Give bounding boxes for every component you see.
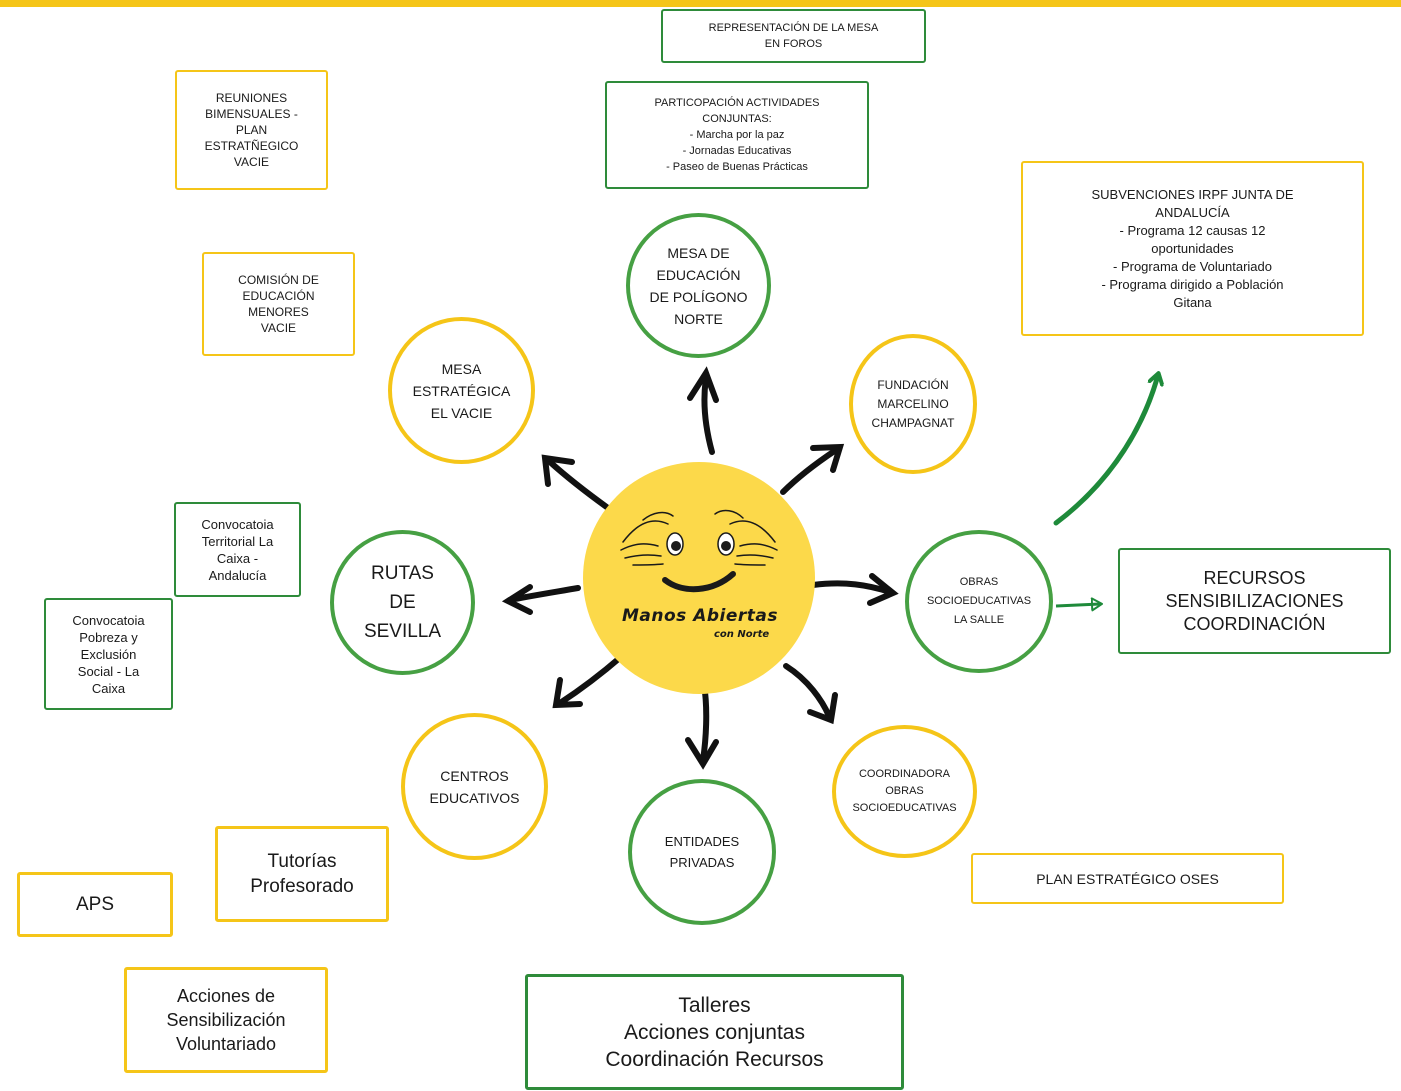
box-plan-oses: PLAN ESTRATÉGICO OSES <box>971 853 1284 904</box>
circle-rutas-sevilla: RUTAS DE SEVILLA <box>330 530 475 675</box>
circle-entidades-privadas: ENTIDADES PRIVADAS <box>628 779 776 925</box>
arrow-to-entidades <box>700 681 710 763</box>
circle-obras-lasalle: OBRAS SOCIOEDUCATIVAS LA SALLE <box>905 530 1053 673</box>
arrow-to-mesa-educacion-head <box>687 366 719 403</box>
box-convocatoria-territorial: Convocatoia Territorial La Caixa - Andal… <box>174 502 301 597</box>
box-talleres: Talleres Acciones conjuntas Coordinación… <box>525 974 904 1090</box>
circle-fundacion: FUNDACIÓN MARCELINO CHAMPAGNAT <box>849 334 977 474</box>
smiley-face-icon <box>620 509 778 593</box>
center-logo-circle <box>583 462 815 694</box>
box-representacion: REPRESENTACIÓN DE LA MESA EN FOROS <box>661 9 926 63</box>
circle-mesa-educacion: MESA DE EDUCACIÓN DE POLÍGONO NORTE <box>626 213 771 358</box>
circle-centros-educativos: CENTROS EDUCATIVOS <box>401 713 548 860</box>
logo-title: Manos Abiertas <box>622 606 778 626</box>
box-convocatoria-pobreza: Convocatoia Pobreza y Exclusión Social -… <box>44 598 173 710</box>
arrow-to-recursos <box>1055 597 1103 612</box>
box-acciones: Acciones de Sensibilización Voluntariado <box>124 967 328 1073</box>
box-participacion: PARTICOPACIÓN ACTIVIDADES CONJUNTAS: - M… <box>605 81 869 189</box>
arrow-to-mesa-estrategica <box>547 459 611 511</box>
circle-mesa-estrategica: MESA ESTRATÉGICA EL VACIE <box>388 317 535 464</box>
circle-coordinadora: COORDINADORA OBRAS SOCIOEDUCATIVAS <box>832 725 977 858</box>
box-comision: COMISIÓN DE EDUCACIÓN MENORES VACIE <box>202 252 355 356</box>
box-recursos: RECURSOS SENSIBILIZACIONES COORDINACIÓN <box>1118 548 1391 654</box>
arrow-to-coordinadora <box>783 663 832 719</box>
box-subvenciones: SUBVENCIONES IRPF JUNTA DE ANDALUCÍA - P… <box>1021 161 1364 336</box>
top-accent-bar <box>0 0 1401 7</box>
arrow-to-centros <box>557 653 625 706</box>
arrow-to-fundacion <box>780 447 839 495</box>
arrow-to-mesa-educacion <box>701 375 715 455</box>
arrow-to-subvenciones <box>1053 375 1158 526</box>
arrow-to-obras <box>810 580 893 595</box>
box-aps: APS <box>17 872 173 937</box>
logo-subtitle: con Norte <box>714 629 770 640</box>
box-tutorias: Tutorías Profesorado <box>215 826 389 922</box>
box-reuniones: REUNIONES BIMENSUALES - PLAN ESTRATÑEGIC… <box>175 70 328 190</box>
